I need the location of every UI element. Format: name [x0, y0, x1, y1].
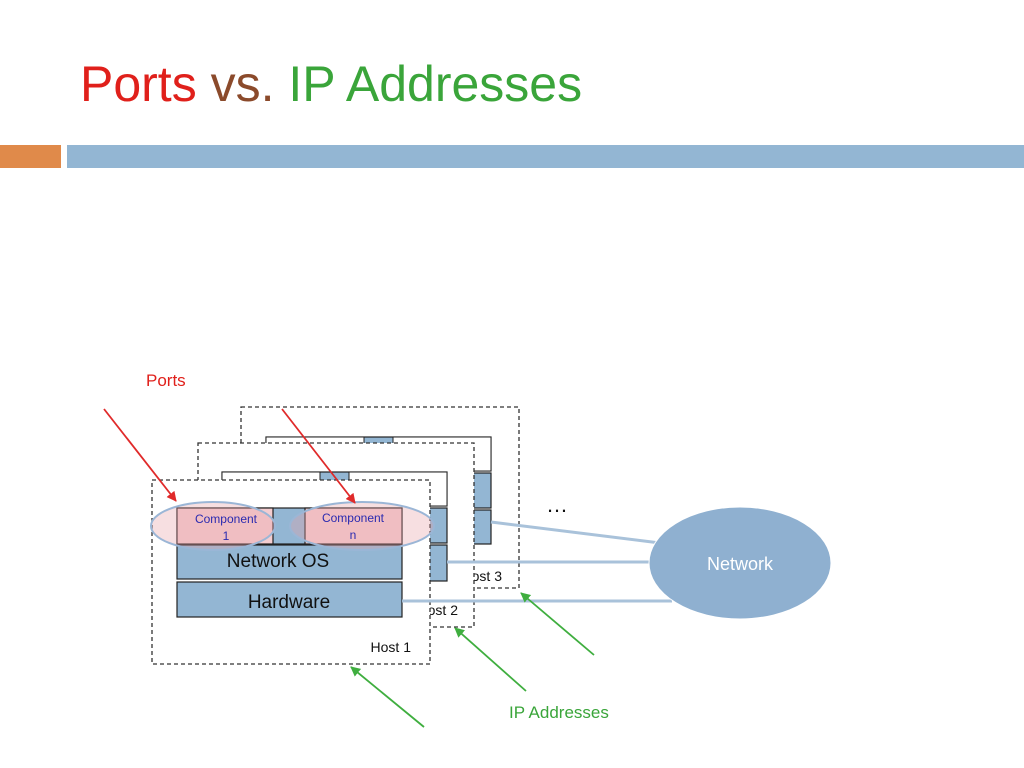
port-n-highlight	[289, 501, 435, 551]
component-1-label-line2: 1	[223, 529, 230, 543]
ip-arrow-host-1	[350, 666, 425, 728]
host-1: Component 1 Component n Network OS Hardw…	[150, 479, 435, 665]
title-divider-bar	[67, 145, 1024, 168]
port-arrow-1	[103, 408, 177, 502]
port-arrow-2	[281, 408, 356, 504]
title-accent-bar	[0, 145, 61, 168]
host-1-component-1	[176, 507, 274, 545]
title-ports: Ports	[80, 56, 197, 112]
component-n-label-line1: Component	[322, 511, 385, 525]
slide-title: Ports vs. IP Addresses	[80, 52, 582, 116]
title-vs: vs.	[196, 56, 289, 112]
ports-label: Ports	[146, 371, 186, 390]
network-label: Network	[707, 554, 774, 574]
title-ip-addresses: IP Addresses	[288, 56, 583, 112]
hardware-label: Hardware	[248, 592, 330, 613]
more-hosts-ellipsis: …	[546, 492, 568, 517]
host-3-network-link	[490, 520, 661, 545]
port-1-highlight	[150, 501, 276, 551]
network-node	[648, 506, 832, 620]
host-1-hardware	[176, 581, 403, 618]
network-os-label: Network OS	[227, 551, 329, 572]
ip-addresses-label: IP Addresses	[509, 703, 609, 722]
component-1-label-line1: Component	[195, 512, 258, 526]
component-n-label-line2: n	[350, 528, 357, 542]
host-1-component-n	[304, 507, 403, 545]
ip-arrow-host-3	[520, 592, 595, 656]
host-1-label: Host 1	[371, 639, 412, 655]
ip-arrow-host-2	[454, 627, 527, 692]
